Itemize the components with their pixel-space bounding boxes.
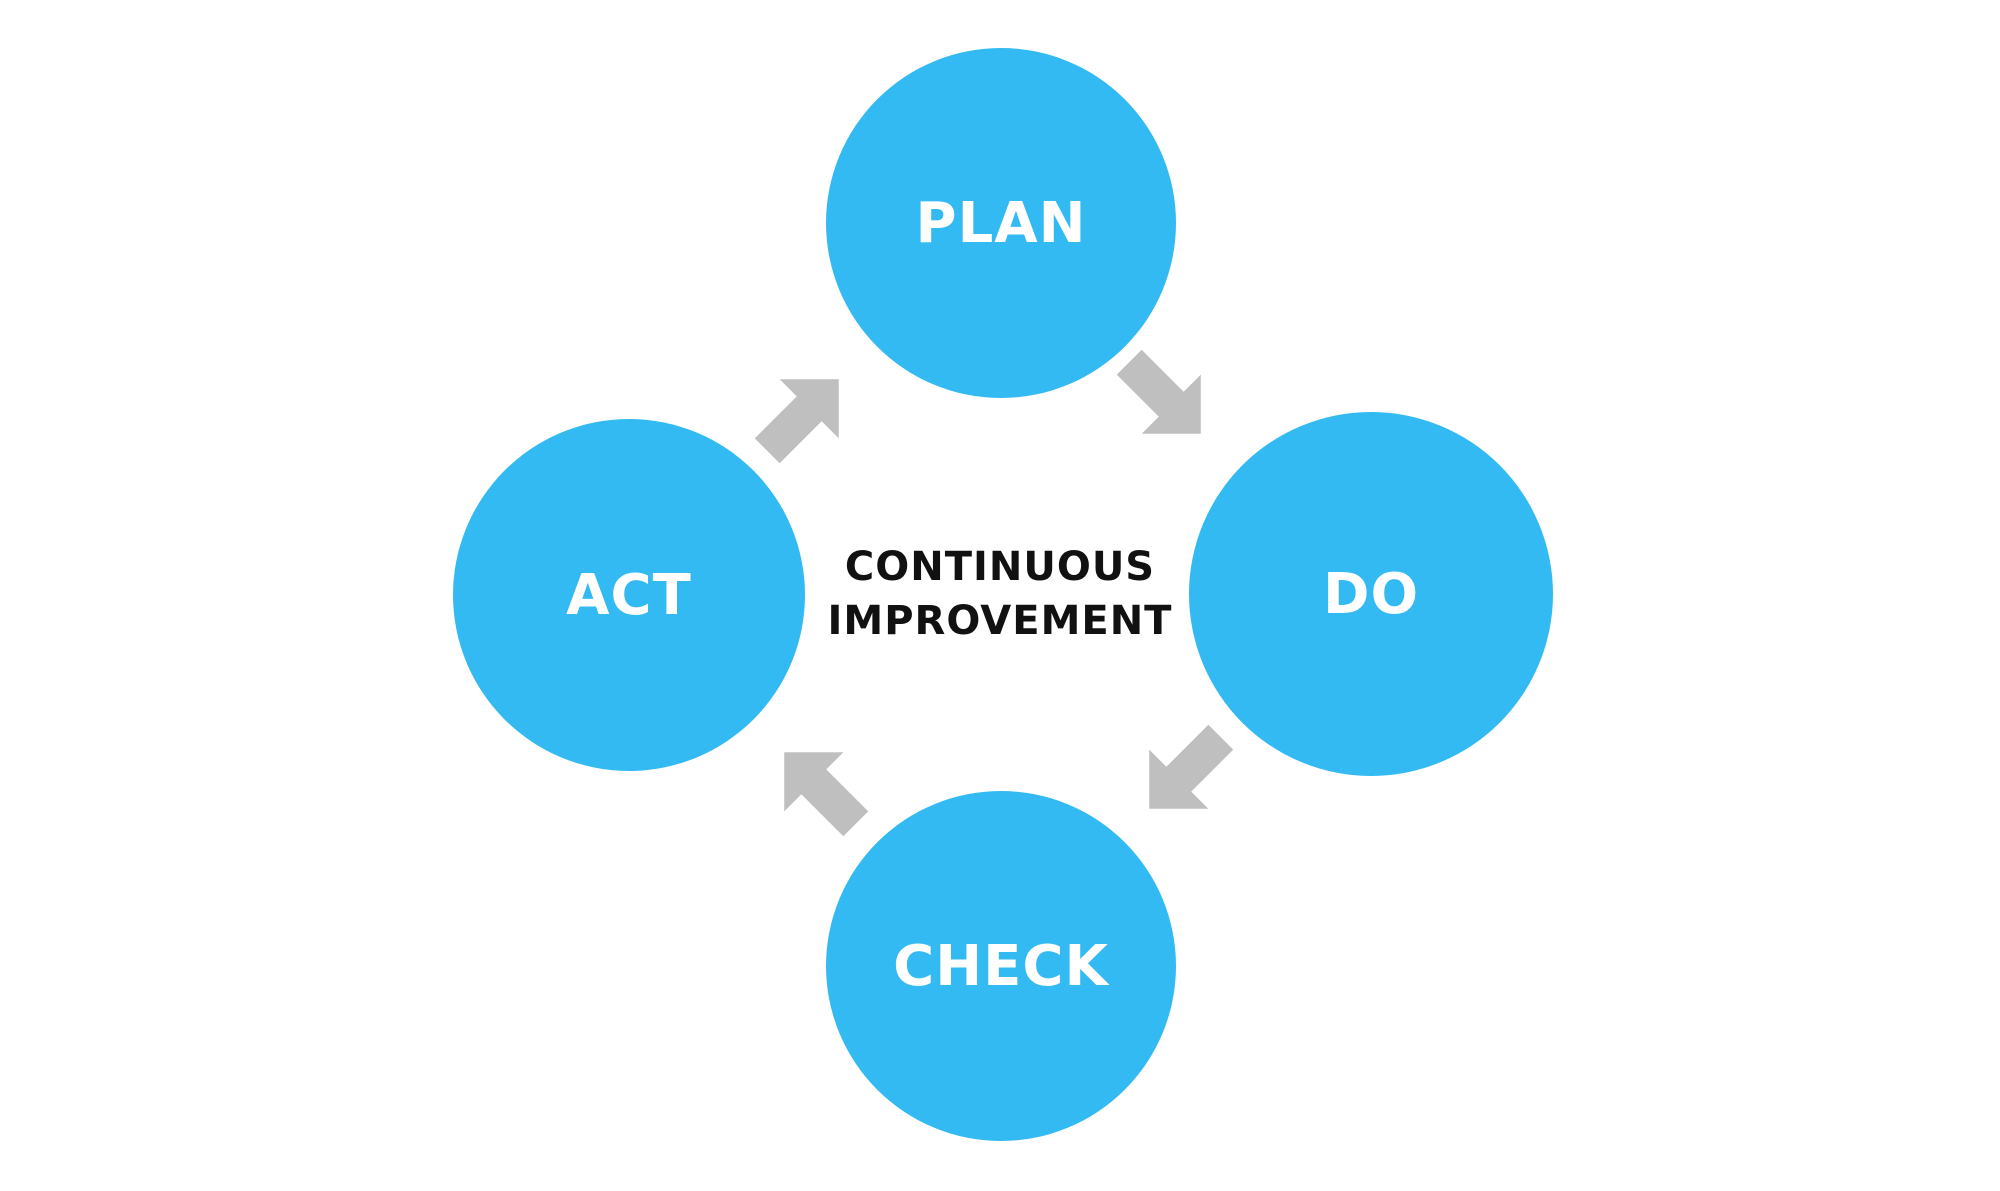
act-to-plan-arrow-shape [754, 379, 839, 464]
do-label: DO [1322, 561, 1420, 627]
check-label: CHECK [893, 933, 1109, 999]
check-to-act-arrow-shape [784, 752, 869, 837]
plan-label: PLAN [915, 190, 1087, 256]
check-circle: CHECK [826, 791, 1176, 1141]
act-label: ACT [566, 562, 692, 628]
plan-to-do-arrow-icon [1110, 343, 1220, 453]
center-title-line-1: CONTINUOUS [844, 544, 1156, 590]
plan-circle: PLAN [826, 48, 1176, 398]
do-to-check-arrow-icon [1130, 718, 1240, 828]
center-title-line-2: IMPROVEMENT [827, 598, 1173, 644]
check-to-act-arrow-icon [765, 733, 875, 843]
act-to-plan-arrow-icon [748, 360, 858, 470]
plan-to-do-arrow-shape [1116, 349, 1201, 434]
center-title: CONTINUOUS IMPROVEMENT [800, 540, 1200, 648]
do-to-check-arrow-shape [1149, 724, 1234, 809]
do-circle: DO [1189, 412, 1553, 776]
act-circle: ACT [453, 419, 805, 771]
